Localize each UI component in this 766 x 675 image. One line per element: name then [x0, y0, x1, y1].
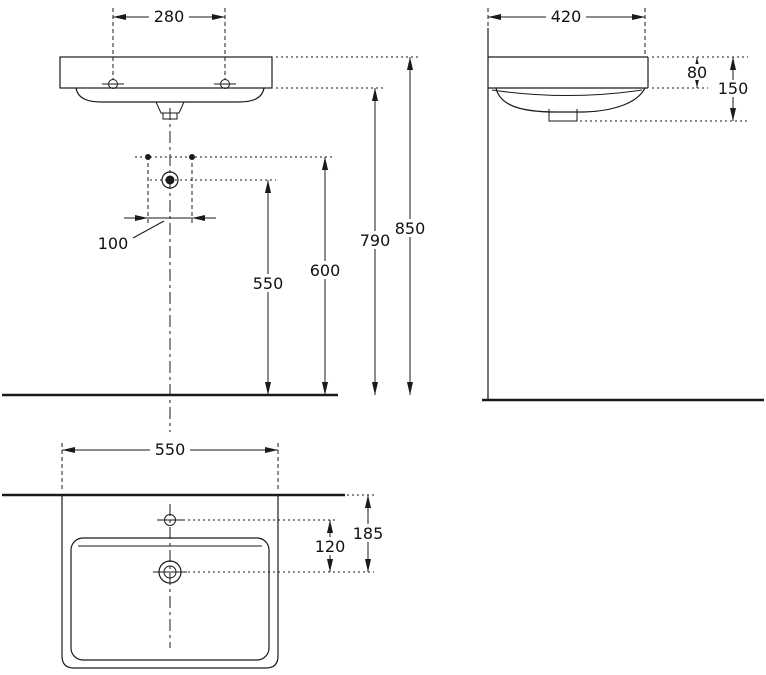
- front-view: 280 100: [2, 7, 428, 432]
- reference-lines-top: [178, 494, 376, 573]
- dim-790-label: 790: [360, 231, 391, 250]
- mounting-bolts: [135, 154, 333, 226]
- dim-width: 550: [61, 440, 279, 490]
- drain-front: [150, 171, 276, 189]
- dim-100-label: 100: [98, 234, 129, 253]
- dim-120-label: 120: [315, 537, 346, 556]
- dim-faucet-hole-spacing: 280: [112, 7, 226, 79]
- basin-side-outline: [488, 56, 649, 122]
- dim-overall-height: 850: [392, 57, 428, 395]
- dim-wall-to-drain: 185: [350, 495, 386, 572]
- dim-drain-outlet-height: 550: [250, 180, 286, 395]
- basin-front-outline: [59, 56, 273, 120]
- dim-850-label: 850: [395, 219, 426, 238]
- dim-600-label: 600: [310, 261, 341, 280]
- top-view: 550 12: [2, 440, 386, 669]
- side-view: 420 80 150: [482, 7, 764, 402]
- dim-550-width-label: 550: [155, 440, 186, 459]
- dim-420-label: 420: [551, 7, 582, 26]
- dim-bolt-spacing: 100: [98, 214, 216, 253]
- dim-underside-height: 790: [357, 88, 393, 395]
- dim-80-label: 80: [687, 63, 707, 82]
- dim-depth: 420: [487, 7, 646, 54]
- dim-faucet-to-drain: 120: [312, 520, 348, 572]
- dim-550-height-label: 550: [253, 274, 284, 293]
- reference-lines-front: [276, 56, 418, 89]
- faucet-holes-front: [102, 79, 236, 89]
- dim-150-label: 150: [718, 79, 749, 98]
- dim-280-label: 280: [154, 7, 185, 26]
- dim-side-height: 150: [716, 57, 750, 121]
- dim-bolt-height: 600: [307, 157, 343, 395]
- dim-apron-height: 80: [683, 57, 711, 88]
- dim-185-label: 185: [353, 524, 384, 543]
